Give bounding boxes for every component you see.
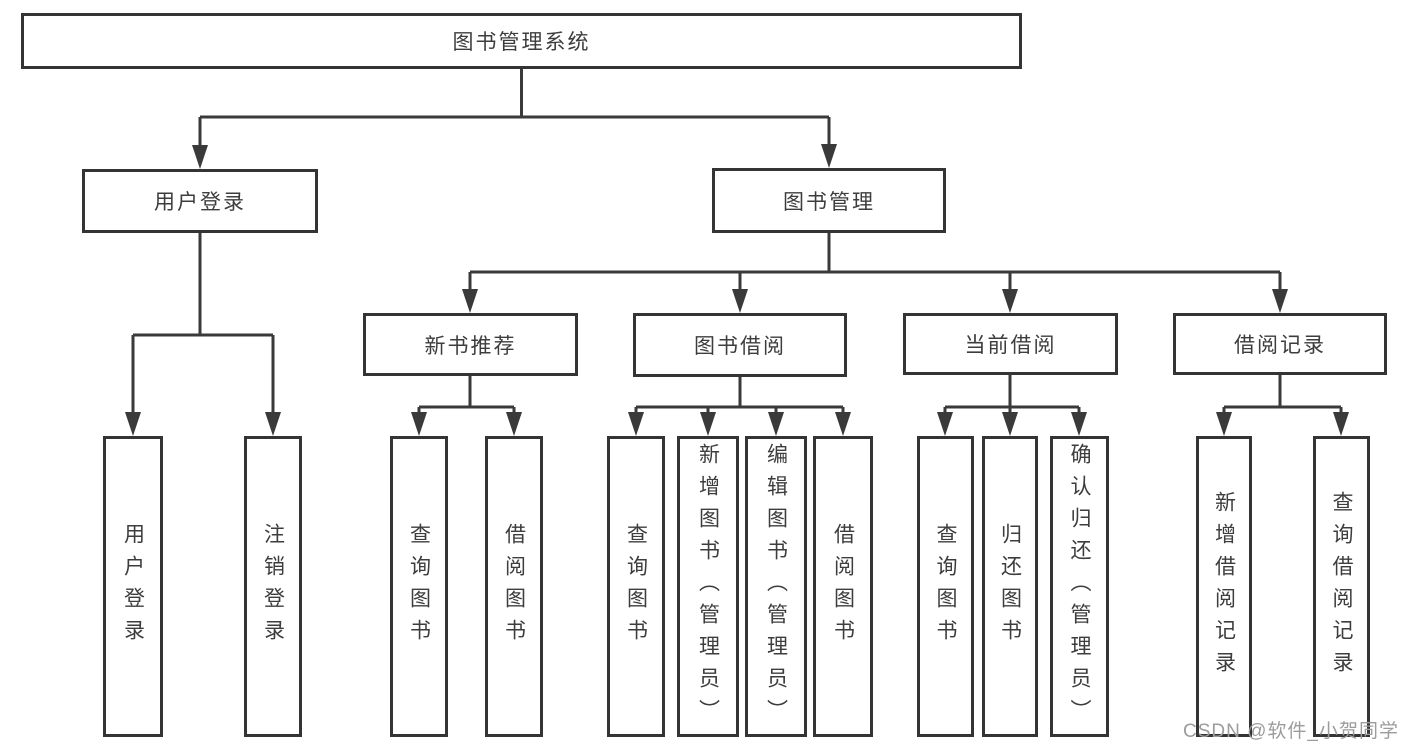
arrowheads bbox=[125, 144, 1349, 436]
node-user-login: 用户登录 bbox=[82, 169, 318, 233]
leaf-edit-books-admin: 编辑图书（管理员） bbox=[745, 436, 807, 737]
node-new-book-recommend: 新书推荐 bbox=[363, 313, 578, 376]
leaf-logout-label: 注销登录 bbox=[261, 522, 285, 651]
leaf-query-books-current: 查询图书 bbox=[917, 436, 974, 737]
node-library-management-system: 图书管理系统 bbox=[21, 13, 1022, 69]
leaf-logout: 注销登录 bbox=[244, 436, 302, 737]
leaf-user-login: 用户登录 bbox=[103, 436, 163, 737]
leaf-return-books: 归还图书 bbox=[982, 436, 1038, 737]
leaf-borrow-books: 借阅图书 bbox=[813, 436, 873, 737]
leaf-query-books-recommend: 查询图书 bbox=[390, 436, 448, 737]
leaf-user-login-label: 用户登录 bbox=[121, 522, 145, 651]
node-current-borrow: 当前借阅 bbox=[903, 313, 1118, 375]
leaf-query-books-recommend-label: 查询图书 bbox=[407, 522, 431, 651]
leaf-query-books-borrow-label: 查询图书 bbox=[624, 522, 648, 651]
leaf-add-borrow-record: 新增借阅记录 bbox=[1196, 436, 1252, 737]
leaf-borrow-books-recommend-label: 借阅图书 bbox=[502, 522, 526, 651]
leaf-return-books-label: 归还图书 bbox=[998, 522, 1022, 651]
node-book-borrow: 图书借阅 bbox=[633, 313, 847, 377]
node-book-management: 图书管理 bbox=[712, 168, 946, 233]
node-borrow-records: 借阅记录 bbox=[1173, 313, 1387, 375]
leaf-query-books-current-label: 查询图书 bbox=[934, 522, 957, 651]
leaf-add-borrow-record-label: 新增借阅记录 bbox=[1212, 490, 1236, 683]
leaf-confirm-return-admin: 确认归还（管理员） bbox=[1050, 436, 1109, 737]
leaf-borrow-books-label: 借阅图书 bbox=[831, 522, 855, 651]
leaf-borrow-books-recommend: 借阅图书 bbox=[485, 436, 543, 737]
leaf-add-books-admin: 新增图书（管理员） bbox=[677, 436, 739, 737]
leaf-query-borrow-record-label: 查询借阅记录 bbox=[1330, 490, 1353, 683]
leaf-edit-books-admin-label: 编辑图书（管理员） bbox=[764, 442, 788, 731]
leaf-confirm-return-admin-label: 确认归还（管理员） bbox=[1068, 442, 1091, 731]
csdn-watermark: CSDN @软件_小贺同学 bbox=[1183, 721, 1399, 742]
leaf-add-books-admin-label: 新增图书（管理员） bbox=[696, 442, 720, 731]
leaf-query-borrow-record: 查询借阅记录 bbox=[1313, 436, 1370, 737]
leaf-query-books-borrow: 查询图书 bbox=[607, 436, 665, 737]
